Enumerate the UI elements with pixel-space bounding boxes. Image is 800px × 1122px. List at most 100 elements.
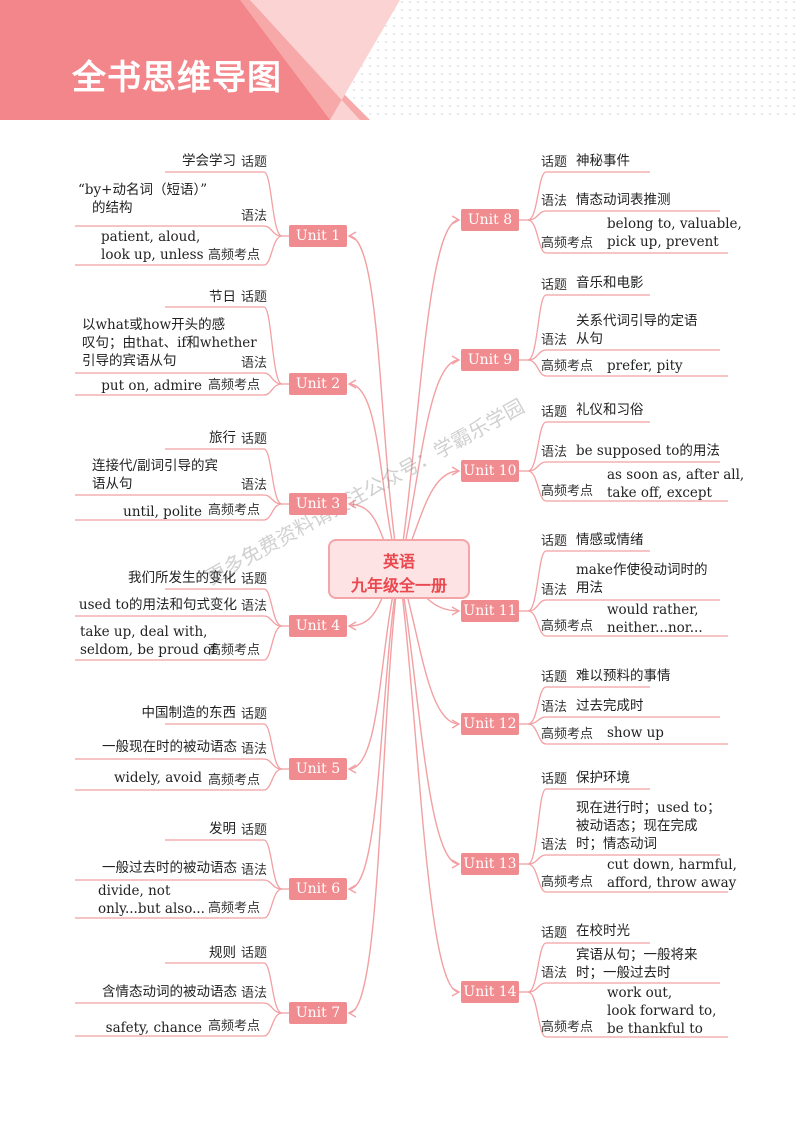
unit-2-topic-text: 节日 (209, 289, 236, 305)
unit-13-key-branch (527, 863, 728, 893)
unit-11-node: Unit 11 (461, 600, 519, 622)
unit-9-grammar-text: 关系代词引导的定语 (576, 313, 698, 329)
unit-10-topic-branch (527, 421, 650, 472)
unit-2-topic-label: 话题 (241, 290, 268, 305)
unit-14-grammar-text: 宾语从句；一般将来 (576, 947, 698, 963)
unit-12-arrowhead (451, 719, 461, 729)
unit-2-grammar-text: 以what或how开头的感 (82, 317, 226, 333)
unit-11-key-text: neither...nor... (607, 620, 703, 636)
unit-11-grammar-text: make作使役动词时的 (576, 562, 708, 578)
unit-10-grammar-text: be supposed to的用法 (576, 443, 720, 459)
unit-13-topic-label: 话题 (541, 772, 568, 787)
unit-9-key-branch (527, 359, 728, 377)
unit-1-node: Unit 1 (289, 225, 347, 247)
unit-3-key-text: until, polite (123, 504, 202, 520)
unit-5-key-branch (75, 768, 283, 791)
unit-9-grammar-text: 从句 (576, 331, 603, 347)
unit-3-arrowhead (347, 499, 357, 509)
unit-12-key-label: 高频考点 (541, 727, 594, 742)
unit-11-topic-branch (527, 550, 650, 612)
unit-14-arrowhead (451, 987, 461, 997)
unit-6-topic-label: 话题 (241, 823, 268, 838)
unit-13-grammar-text: 现在进行时；used to； (576, 800, 721, 816)
unit-4-node: Unit 4 (289, 615, 347, 637)
unit-2-grammar-text: 引导的宾语从句 (82, 353, 177, 369)
unit-13-grammar-label: 语法 (541, 838, 568, 853)
unit-3-topic-branch (165, 448, 283, 505)
unit-3-grammar-text: 连接代/副词引导的宾 (92, 458, 219, 474)
unit-14-key-text: be thankful to (607, 1021, 703, 1037)
unit-9-topic-text: 音乐和电影 (576, 275, 644, 291)
unit-5-grammar-text: 一般现在时的被动语态 (102, 739, 237, 755)
unit-8-topic-label: 话题 (541, 155, 568, 170)
unit-4-grammar-text: used to的用法和句式变化 (78, 597, 237, 613)
unit-11-key-branch (527, 610, 728, 637)
unit-5-arrowhead (347, 764, 357, 774)
unit-9-grammar-branch (527, 349, 720, 361)
unit-5-node: Unit 5 (289, 758, 347, 780)
unit-10-arrowhead (451, 466, 461, 476)
unit-7-grammar-label: 语法 (241, 986, 268, 1001)
unit-10-key-branch (527, 470, 728, 502)
unit-4-topic-branch (165, 588, 283, 627)
unit-1-grammar-text: “by+动名词（短语）” (78, 182, 208, 198)
unit-14-connector (398, 568, 460, 993)
unit-2-key-branch (75, 383, 283, 396)
unit-14-key-text: look forward to, (607, 1003, 717, 1019)
unit-8-grammar-branch (527, 210, 720, 221)
unit-11-arrowhead (451, 606, 461, 616)
unit-1-topic-branch (165, 171, 283, 237)
unit-11-grammar-label: 语法 (541, 583, 568, 598)
unit-3-topic-label: 话题 (241, 432, 268, 447)
unit-10-topic-label: 话题 (541, 405, 568, 420)
unit-10-key-text: take off, except (607, 485, 712, 501)
unit-7-grammar-text: 含情态动词的被动语态 (102, 984, 237, 1000)
unit-11-grammar-text: 用法 (576, 580, 603, 596)
unit-4-grammar-branch (75, 615, 283, 627)
unit-7-grammar-branch (75, 1002, 283, 1014)
unit-10-grammar-label: 语法 (541, 445, 568, 460)
unit-14-topic-label: 话题 (541, 926, 568, 941)
unit-4-arrowhead (347, 621, 357, 631)
unit-4-grammar-label: 语法 (241, 599, 268, 614)
unit-12-node: Unit 12 (461, 713, 519, 735)
unit-12-key-branch (527, 723, 728, 745)
unit-2-arrowhead (347, 379, 357, 389)
unit-12-key-text: show up (607, 725, 664, 741)
unit-1-grammar-label: 语法 (241, 209, 268, 224)
unit-12-topic-text: 难以预料的事情 (576, 668, 671, 684)
unit-7-connector (348, 568, 400, 1014)
unit-10-key-text: as soon as, after all, (607, 467, 745, 483)
unit-12-grammar-label: 语法 (541, 700, 568, 715)
unit-13-node: Unit 13 (461, 853, 519, 875)
unit-13-grammar-text: 时；情态动词 (576, 836, 657, 852)
unit-3-grammar-text: 语从句 (92, 476, 133, 492)
unit-4-key-text: take up, deal with, (80, 624, 208, 640)
unit-5-key-label: 高频考点 (208, 773, 261, 788)
unit-12-grammar-text: 过去完成时 (576, 698, 644, 714)
unit-7-node: Unit 7 (289, 1002, 347, 1024)
unit-8-node: Unit 8 (461, 209, 519, 231)
unit-11-grammar-branch (527, 599, 720, 612)
unit-14-grammar-branch (527, 982, 720, 993)
unit-3-node: Unit 3 (289, 493, 347, 515)
unit-1-arrowhead (347, 231, 357, 241)
unit-9-grammar-label: 语法 (541, 333, 568, 348)
unit-6-node: Unit 6 (289, 878, 347, 900)
unit-1-key-text: patient, aloud, (101, 229, 201, 245)
unit-9-key-text: prefer, pity (607, 358, 683, 374)
unit-5-topic-branch (165, 723, 283, 770)
unit-1-key-label: 高频考点 (208, 248, 261, 263)
unit-5-grammar-branch (75, 758, 283, 770)
unit-9-node: Unit 9 (461, 349, 519, 371)
unit-13-grammar-text: 被动语态；现在完成 (576, 818, 698, 834)
unit-2-key-text: put on, admire (101, 378, 202, 394)
unit-2-grammar-label: 语法 (241, 356, 268, 371)
unit-1-topic-text: 学会学习 (182, 153, 236, 169)
unit-8-topic-text: 神秘事件 (576, 153, 630, 169)
unit-10-key-label: 高频考点 (541, 484, 594, 499)
unit-8-key-label: 高频考点 (541, 236, 594, 251)
unit-6-connector (348, 568, 400, 890)
unit-10-topic-text: 礼仪和习俗 (576, 402, 644, 418)
unit-14-key-branch (527, 991, 728, 1038)
